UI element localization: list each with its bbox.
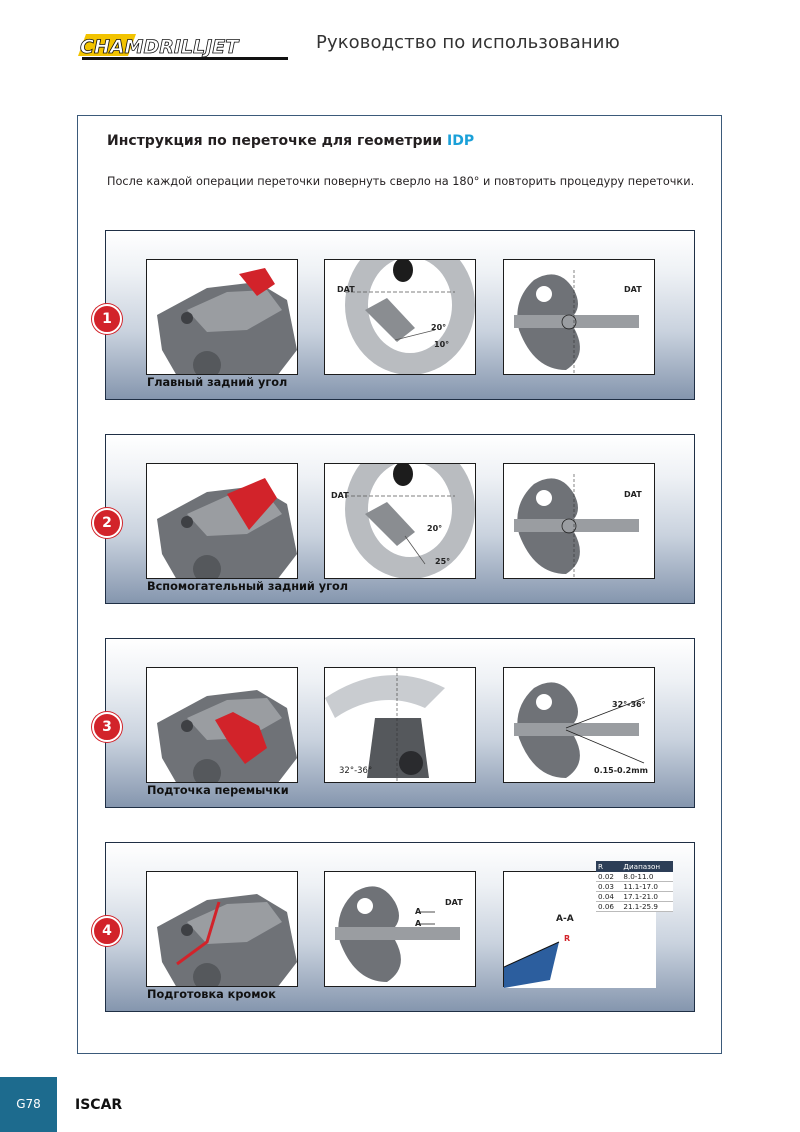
grinding-wheel-image: DAT 20° 10° bbox=[324, 259, 476, 375]
drill-cross-section-image: DAT A A bbox=[324, 871, 476, 987]
step-1-panel: 1 DAT 20° 10° bbox=[92, 230, 695, 400]
drill-tip-image bbox=[146, 871, 298, 987]
step-caption: Главный задний угол bbox=[147, 376, 288, 389]
section-title: Инструкция по переточке для геометрии ID… bbox=[107, 133, 475, 149]
chamdrilljet-logo: CHAMDRILLJET bbox=[76, 26, 294, 64]
page-number: G78 bbox=[0, 1077, 57, 1132]
drill-tip-image bbox=[146, 463, 298, 579]
drill-tip-image bbox=[146, 259, 298, 375]
grinding-wheel-image: 32°-36° bbox=[324, 667, 476, 783]
step-badge: 4 bbox=[92, 916, 122, 946]
brand-name: ISCAR bbox=[75, 1097, 123, 1113]
drill-tip-image bbox=[146, 667, 298, 783]
drill-cross-section-image: DAT bbox=[503, 259, 655, 375]
grinding-wheel-image: DAT 20° 25° bbox=[324, 463, 476, 579]
step-caption: Подточка перемычки bbox=[147, 784, 289, 797]
svg-text:CHAMDRILLJET: CHAMDRILLJET bbox=[80, 36, 240, 58]
step-badge: 1 bbox=[92, 304, 122, 334]
step-2-panel: 2 DAT 20° 25° bbox=[92, 434, 695, 604]
step-caption: Подготовка кромок bbox=[147, 988, 276, 1001]
intro-text: После каждой операции переточки повернут… bbox=[107, 175, 695, 188]
drill-cross-section-image: DAT bbox=[503, 463, 655, 579]
content-frame bbox=[77, 115, 722, 1054]
step-4-panel: 4 DAT A A A-A R bbox=[92, 842, 695, 1012]
step-3-panel: 3 32°-36° 32°-36° bbox=[92, 638, 695, 808]
page-header-title: Руководство по использованию bbox=[316, 32, 620, 53]
step-caption: Вспомогательный задний угол bbox=[147, 580, 349, 593]
step-badge: 3 bbox=[92, 712, 122, 742]
drill-cross-section-image: 32°-36° 0.15-0.2mm bbox=[503, 667, 655, 783]
step-badge: 2 bbox=[92, 508, 122, 538]
